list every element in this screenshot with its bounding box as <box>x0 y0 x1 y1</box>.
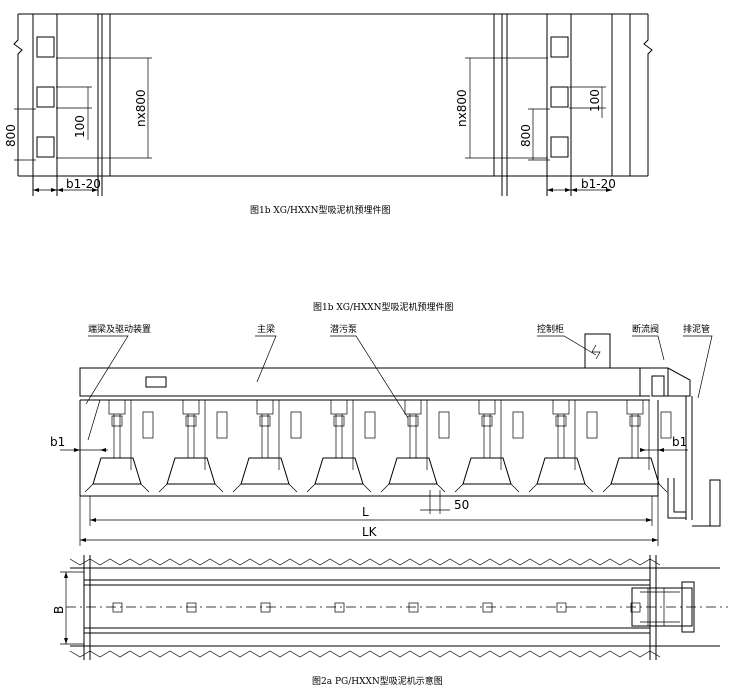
label-control: 控制柜 <box>537 323 564 335</box>
dim-800-right: 800 <box>519 124 533 147</box>
label-pump: 潜污泵 <box>330 323 357 335</box>
plan-pump-square <box>408 602 419 613</box>
dim-100-left: 100 <box>73 115 87 138</box>
dim-B: B <box>52 606 66 614</box>
plan-pump-square <box>334 602 345 613</box>
plan-pump-square <box>630 602 641 613</box>
plan-pump-squares <box>112 602 641 613</box>
pump-unit <box>602 399 672 493</box>
fig2a-elevation: 端梁及驱动装置 主梁 潜污泵 控制柜 断流阀 排泥管 <box>50 323 721 546</box>
dim-800-left: 800 <box>4 124 18 147</box>
pump-unit <box>306 399 376 493</box>
dim-b1-left-2a: b1 <box>50 435 65 449</box>
dim-L: L <box>362 505 369 519</box>
plan-pump-square <box>556 602 567 613</box>
dim-gap: 50 <box>454 498 469 512</box>
dim-b1-right: b1-20 <box>581 177 616 191</box>
label-main-beam: 主梁 <box>257 323 275 335</box>
pump-unit <box>84 399 154 493</box>
pump-unit <box>528 399 598 493</box>
fig2a-plan: B 图2a PG/HXXN型吸泥机示意图 <box>52 555 728 687</box>
pump-unit <box>454 399 524 493</box>
dim-nx800-right: nx800 <box>455 89 469 127</box>
dim-b1-right-2a: b1 <box>672 435 687 449</box>
pump-unit <box>380 399 450 493</box>
dim-b1-left: b1-20 <box>66 177 101 191</box>
plan-pump-square <box>482 602 493 613</box>
dim-LK: LK <box>362 525 378 539</box>
plan-pump-square <box>260 602 271 613</box>
fig2a-caption: 图2a PG/HXXN型吸泥机示意图 <box>312 675 443 687</box>
fig1b-drawing: 800 100 nx800 b1-20 nx800 800 100 <box>4 13 653 216</box>
dim-nx800-left: nx800 <box>134 89 148 127</box>
fig1b-caption-repeat: 图1b XG/HXXN型吸泥机预埋件图 <box>313 301 454 313</box>
fig1b-caption: 图1b XG/HXXN型吸泥机预埋件图 <box>250 204 391 216</box>
plan-pump-square <box>186 602 197 613</box>
pump-unit <box>232 399 302 493</box>
pump-unit <box>158 399 228 493</box>
pump-units <box>84 399 672 493</box>
label-pipe: 排泥管 <box>683 323 710 335</box>
dim-100-right: 100 <box>588 89 602 112</box>
plan-pump-square <box>112 602 123 613</box>
label-drive: 端梁及驱动装置 <box>88 323 151 335</box>
label-valve: 断流阀 <box>632 323 659 335</box>
